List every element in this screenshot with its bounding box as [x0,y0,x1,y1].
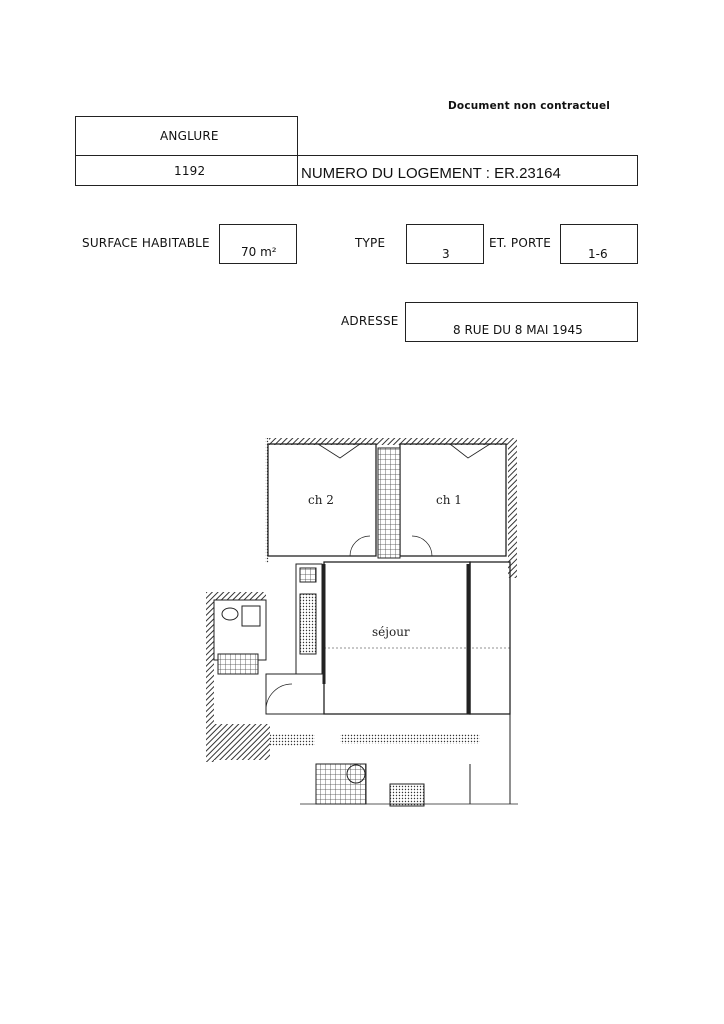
room-label-sejour: séjour [372,625,410,639]
bathroom [213,599,267,675]
etage-label: ET. PORTE [489,236,551,250]
commune-code: 1192 [174,164,206,178]
adresse-value: 8 RUE DU 8 MAI 1945 [453,323,583,337]
adresse-box: 8 RUE DU 8 MAI 1945 [405,302,638,342]
living-walls [322,561,511,715]
balcony [300,714,518,807]
type-label: TYPE [355,236,386,250]
disclaimer-text: Document non contractuel [448,100,611,112]
commune-name: ANGLURE [160,129,219,143]
closet [377,447,401,559]
logement-number: NUMERO DU LOGEMENT : ER.23164 [301,165,561,182]
etage-box: 1-6 [560,224,638,264]
kitchen [295,563,323,675]
bedroom-walls [267,443,507,557]
code-box: 1192 [75,155,298,186]
logement-box: NUMERO DU LOGEMENT : ER.23164 [297,155,638,186]
commune-box: ANGLURE [75,116,298,156]
surface-label: SURFACE HABITABLE [82,236,210,250]
floor-plan: ch 2 ch 1 séjour [206,438,518,807]
type-value: 3 [442,247,450,261]
etage-value: 1-6 [588,247,608,261]
exterior-walls [206,438,517,762]
surface-value: 70 m² [241,245,277,259]
room-label-ch1: ch 1 [436,493,462,507]
entry [265,673,325,715]
surface-box: 70 m² [219,224,297,264]
room-label-ch2: ch 2 [308,493,334,507]
adresse-label: ADRESSE [341,314,399,328]
type-box: 3 [406,224,484,264]
